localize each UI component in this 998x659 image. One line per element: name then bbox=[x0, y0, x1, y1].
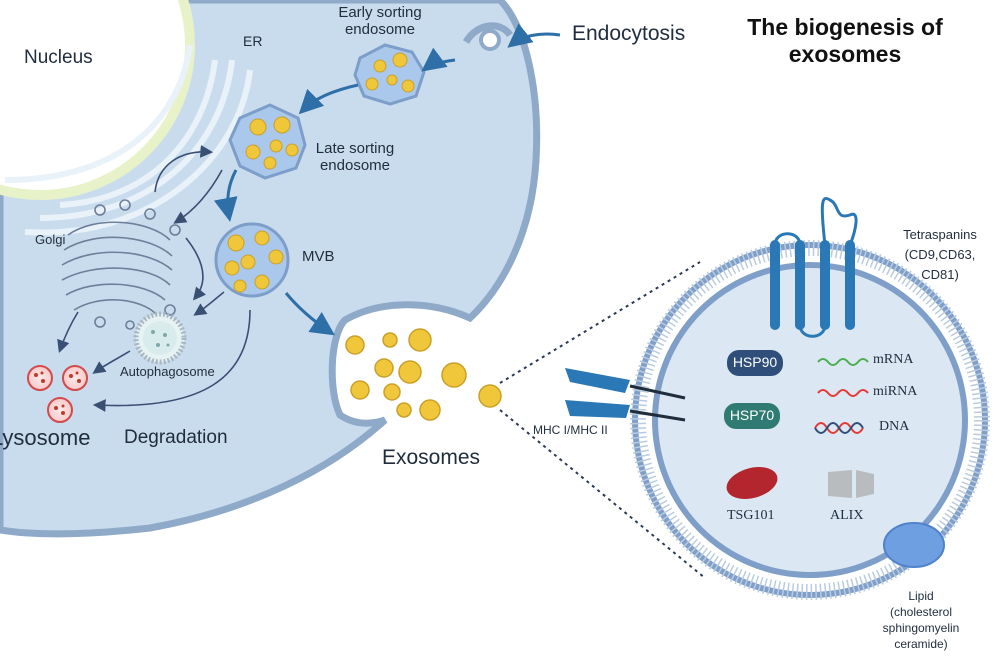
lipid-label: Lipid (cholesterol sphingomyelin ceramid… bbox=[866, 588, 976, 652]
endocytic-vesicle bbox=[479, 29, 501, 51]
alix-label: ALIX bbox=[830, 508, 864, 523]
mvb bbox=[214, 222, 290, 298]
lipid-line-4: ceramide) bbox=[894, 637, 948, 651]
lysosomes bbox=[27, 365, 88, 423]
exosomes-label: Exosomes bbox=[382, 446, 481, 469]
endocytosis-pit bbox=[462, 22, 513, 44]
nucleic-acids bbox=[814, 358, 869, 434]
late-endosome-line-2: endosome bbox=[319, 157, 391, 174]
lipid-raft bbox=[883, 522, 945, 568]
late-sorting-endosome bbox=[228, 103, 307, 180]
lysosome-label: Lysosome bbox=[0, 425, 91, 450]
zoom-lines bbox=[499, 261, 706, 579]
dna-label: DNA bbox=[879, 419, 910, 434]
mrna-label: mRNA bbox=[873, 352, 914, 367]
exosome-zoom bbox=[630, 240, 990, 600]
exosome-vesicles bbox=[345, 328, 502, 421]
hsp70-label: HSP70 bbox=[729, 407, 775, 423]
golgi bbox=[61, 199, 181, 330]
tetraspanins-label: Tetraspanins (CD9,CD63, CD81) bbox=[885, 225, 995, 285]
lipid-line-1: Lipid bbox=[908, 589, 934, 603]
mhc-molecule bbox=[565, 368, 686, 422]
title-line-2: exosomes bbox=[788, 41, 902, 67]
late-sorting-endosome-label: Late sorting endosome bbox=[300, 140, 410, 174]
er-label: ER bbox=[243, 33, 263, 49]
late-endosome-line-1: Late sorting bbox=[315, 140, 395, 157]
tetraspanins bbox=[770, 197, 858, 338]
title-line-1: The biogenesis of bbox=[747, 14, 943, 40]
hsp-proteins bbox=[724, 350, 783, 429]
nucleus-label: Nucleus bbox=[24, 47, 93, 68]
mhc-label: MHC I/MHC II bbox=[533, 423, 608, 437]
er-bands bbox=[4, 44, 253, 236]
early-sorting-endosome bbox=[353, 43, 426, 106]
tetraspanins-line-3: CD81) bbox=[921, 267, 959, 282]
endocytosis-label: Endocytosis bbox=[572, 22, 686, 45]
early-endosome-line-2: endosome bbox=[344, 21, 416, 38]
minor-arrows bbox=[57, 144, 251, 412]
autophagosome-label: Autophagosome bbox=[120, 364, 215, 379]
mvb-label: MVB bbox=[302, 248, 335, 265]
tsg101-label: TSG101 bbox=[727, 508, 775, 523]
lipid-line-2: (cholesterol bbox=[889, 605, 953, 619]
pathway-arrows bbox=[213, 23, 561, 336]
early-sorting-endosome-label: Early sorting endosome bbox=[325, 4, 435, 38]
tetraspanins-line-2: (CD9,CD63, bbox=[904, 247, 976, 262]
alix-protein bbox=[828, 470, 874, 498]
autophagosome bbox=[133, 311, 187, 365]
golgi-label: Golgi bbox=[35, 232, 66, 247]
lipid-line-3: sphingomyelin bbox=[882, 621, 960, 635]
degradation-label: Degradation bbox=[124, 427, 228, 448]
tetraspanins-line-1: Tetraspanins bbox=[903, 227, 977, 242]
diagram-title: The biogenesis of exosomes bbox=[690, 14, 998, 68]
mirna-label: miRNA bbox=[873, 384, 918, 399]
hsp90-label: HSP90 bbox=[732, 354, 778, 370]
early-endosome-line-1: Early sorting bbox=[338, 4, 422, 21]
tsg101-protein bbox=[726, 467, 778, 499]
